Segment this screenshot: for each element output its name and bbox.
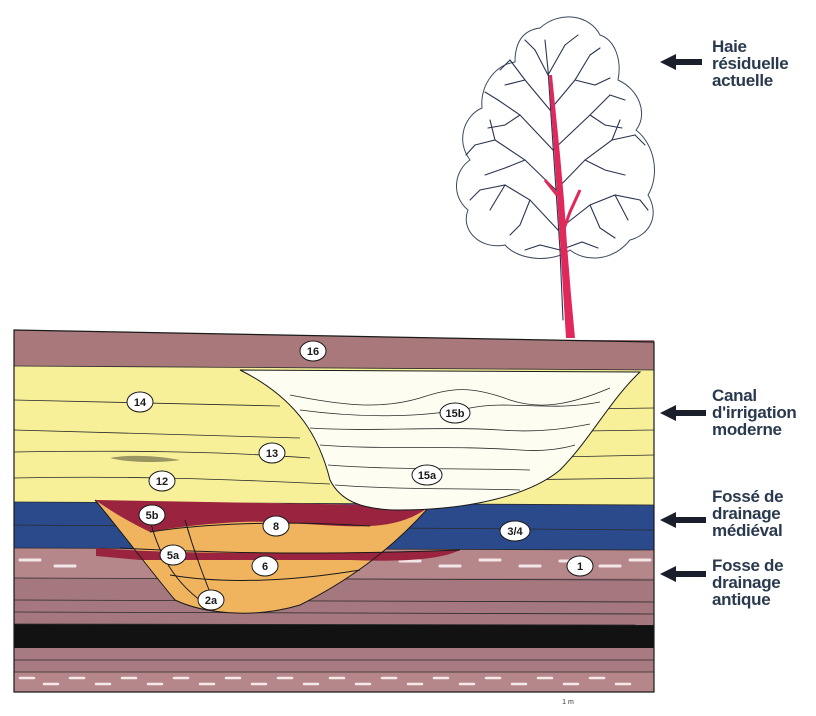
tree xyxy=(456,17,654,338)
label-hedge-line2: résiduelle xyxy=(712,55,788,72)
layer-badge-15a: 15a xyxy=(412,465,442,485)
label-canal-line1: Canal xyxy=(712,387,797,404)
section-layers xyxy=(14,330,654,692)
svg-text:12: 12 xyxy=(156,476,168,488)
label-antique-line3: antique xyxy=(712,591,783,608)
svg-text:14: 14 xyxy=(134,397,147,409)
layer-badge-1: 1 xyxy=(567,556,593,576)
label-canal-line2: d'irrigation xyxy=(712,404,797,421)
label-medieval-line1: Fossé de xyxy=(712,488,783,505)
svg-text:16: 16 xyxy=(307,346,319,358)
svg-text:13: 13 xyxy=(266,448,278,460)
svg-text:6: 6 xyxy=(262,561,268,573)
svg-text:15b: 15b xyxy=(446,408,465,420)
svg-text:3/4: 3/4 xyxy=(507,526,523,538)
arrows xyxy=(660,54,706,582)
label-antique: Fosse de drainage antique xyxy=(712,557,783,608)
label-medieval-line3: médiéval xyxy=(712,522,783,539)
layer-badge-13: 13 xyxy=(259,443,285,463)
label-hedge-line1: Haie xyxy=(712,38,788,55)
label-hedge-line3: actuelle xyxy=(712,72,788,89)
label-canal-line3: moderne xyxy=(712,421,797,438)
layer-badge-5b: 5b xyxy=(139,505,165,525)
arrow-hedge-icon xyxy=(660,54,702,70)
label-antique-line2: drainage xyxy=(712,574,783,591)
svg-text:5b: 5b xyxy=(146,510,159,522)
layer-badge-8: 8 xyxy=(263,516,289,536)
layer-badge-3-4: 3/4 xyxy=(500,521,530,541)
label-antique-line1: Fosse de xyxy=(712,557,783,574)
svg-text:5a: 5a xyxy=(167,550,180,562)
svg-text:2a: 2a xyxy=(205,595,218,607)
svg-text:1: 1 xyxy=(577,561,583,573)
layer-badge-2a: 2a xyxy=(198,590,224,610)
arrow-medieval-icon xyxy=(660,512,706,528)
label-medieval-line2: drainage xyxy=(712,505,783,522)
arrow-canal-icon xyxy=(660,405,706,421)
layer-badge-14: 14 xyxy=(127,392,153,412)
layer-badge-6: 6 xyxy=(252,556,278,576)
svg-text:1 m: 1 m xyxy=(562,699,574,706)
scale-bar: 1 m xyxy=(562,699,574,706)
layer-badge-12: 12 xyxy=(149,471,175,491)
label-medieval: Fossé de drainage médiéval xyxy=(712,488,783,539)
arrow-antique-icon xyxy=(660,566,706,582)
label-canal: Canal d'irrigation moderne xyxy=(712,387,797,438)
layer-badge-16: 16 xyxy=(300,341,326,361)
svg-text:15a: 15a xyxy=(418,470,437,482)
label-hedge: Haie résiduelle actuelle xyxy=(712,38,788,89)
svg-text:8: 8 xyxy=(273,521,279,533)
layer-badge-5a: 5a xyxy=(160,545,186,565)
layer-badge-15b: 15b xyxy=(440,403,470,423)
